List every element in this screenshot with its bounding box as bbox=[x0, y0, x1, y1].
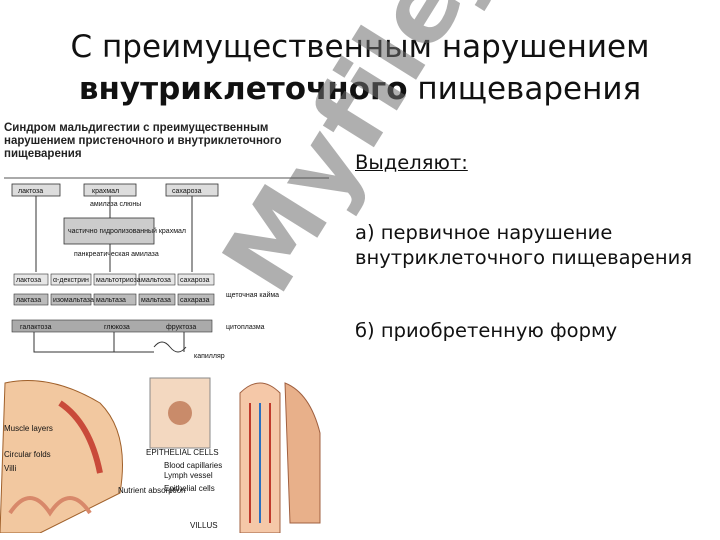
scheme-heading: Синдром мальдигестии с преимущественным … bbox=[4, 122, 282, 160]
svg-text:VILLUS: VILLUS bbox=[190, 521, 218, 530]
lead-text: Выделяют: bbox=[355, 151, 468, 174]
box-partial-starch: частично гидролизованный крахмал bbox=[68, 227, 186, 235]
svg-text:лактаза: лактаза bbox=[16, 297, 41, 304]
label-capillary: капилляр bbox=[194, 353, 225, 360]
enzyme-row: лактаза изомальтаза мальтаза мальтаза са… bbox=[13, 293, 215, 306]
slide-title: С преимущественным нарушением внутриклет… bbox=[0, 26, 720, 110]
substrate-row: лактоза α-декстрин мальтотриоза мальтоза… bbox=[13, 273, 215, 286]
svg-text:Lymph vessel: Lymph vessel bbox=[164, 471, 213, 480]
digestion-scheme: Синдром мальдигестии с преимущественным … bbox=[4, 122, 329, 370]
svg-text:сахараза: сахараза bbox=[180, 297, 210, 304]
svg-text:мальтаза: мальтаза bbox=[96, 297, 126, 304]
title-line1: С преимущественным нарушением bbox=[70, 29, 650, 65]
svg-text:лактоза: лактоза bbox=[16, 277, 41, 284]
svg-text:Epithelial cells: Epithelial cells bbox=[164, 484, 215, 493]
svg-text:Muscle layers: Muscle layers bbox=[4, 424, 53, 433]
text-panel: Выделяют: а) первичное нарушение внутрик… bbox=[355, 150, 695, 391]
box-starch: крахмал bbox=[92, 188, 119, 195]
label-cytoplasm: цитоплазма bbox=[226, 324, 265, 331]
svg-text:Nutrient absorption: Nutrient absorption bbox=[118, 486, 186, 495]
box-sucrose: сахароза bbox=[172, 188, 202, 195]
svg-text:мальтаза: мальтаза bbox=[141, 297, 171, 304]
box-lactose: лактоза bbox=[18, 188, 43, 195]
title-bold-word: внутриклеточного bbox=[78, 71, 408, 107]
product-galactose: галактоза bbox=[20, 324, 52, 331]
svg-text:Circular folds: Circular folds bbox=[4, 450, 51, 459]
scheme-diagram: лактоза крахмал сахароза амилаза слюны ч… bbox=[4, 177, 329, 360]
item-primary: а) первичное нарушение внутриклеточного … bbox=[355, 221, 693, 269]
svg-text:Blood capillaries: Blood capillaries bbox=[164, 461, 222, 470]
svg-text:α-декстрин: α-декстрин bbox=[53, 277, 89, 284]
intestine-svg: Muscle layers Circular folds Villi Nutri… bbox=[0, 377, 321, 533]
svg-text:изомальтаза: изомальтаза bbox=[53, 297, 94, 304]
svg-text:мальтотриоза: мальтотриоза bbox=[96, 277, 141, 284]
svg-text:EPITHELIAL CELLS: EPITHELIAL CELLS bbox=[146, 448, 219, 457]
text-amylase: амилаза слюны bbox=[90, 201, 141, 208]
svg-text:Villi: Villi bbox=[4, 464, 17, 473]
product-fructose: фруктоза bbox=[166, 324, 196, 331]
title-line2-rest: пищеварения bbox=[407, 71, 642, 107]
svg-text:сахароза: сахароза bbox=[180, 277, 210, 284]
svg-text:мальтоза: мальтоза bbox=[141, 277, 171, 284]
text-pancreatic: панкреатическая амилаза bbox=[74, 251, 159, 258]
product-glucose: глюкоза bbox=[104, 324, 130, 331]
intestine-illustration: Muscle layers Circular folds Villi Nutri… bbox=[0, 373, 335, 533]
item-acquired: б) приобретенную форму bbox=[355, 319, 618, 342]
label-brush-border: щеточная кайма bbox=[226, 291, 279, 299]
